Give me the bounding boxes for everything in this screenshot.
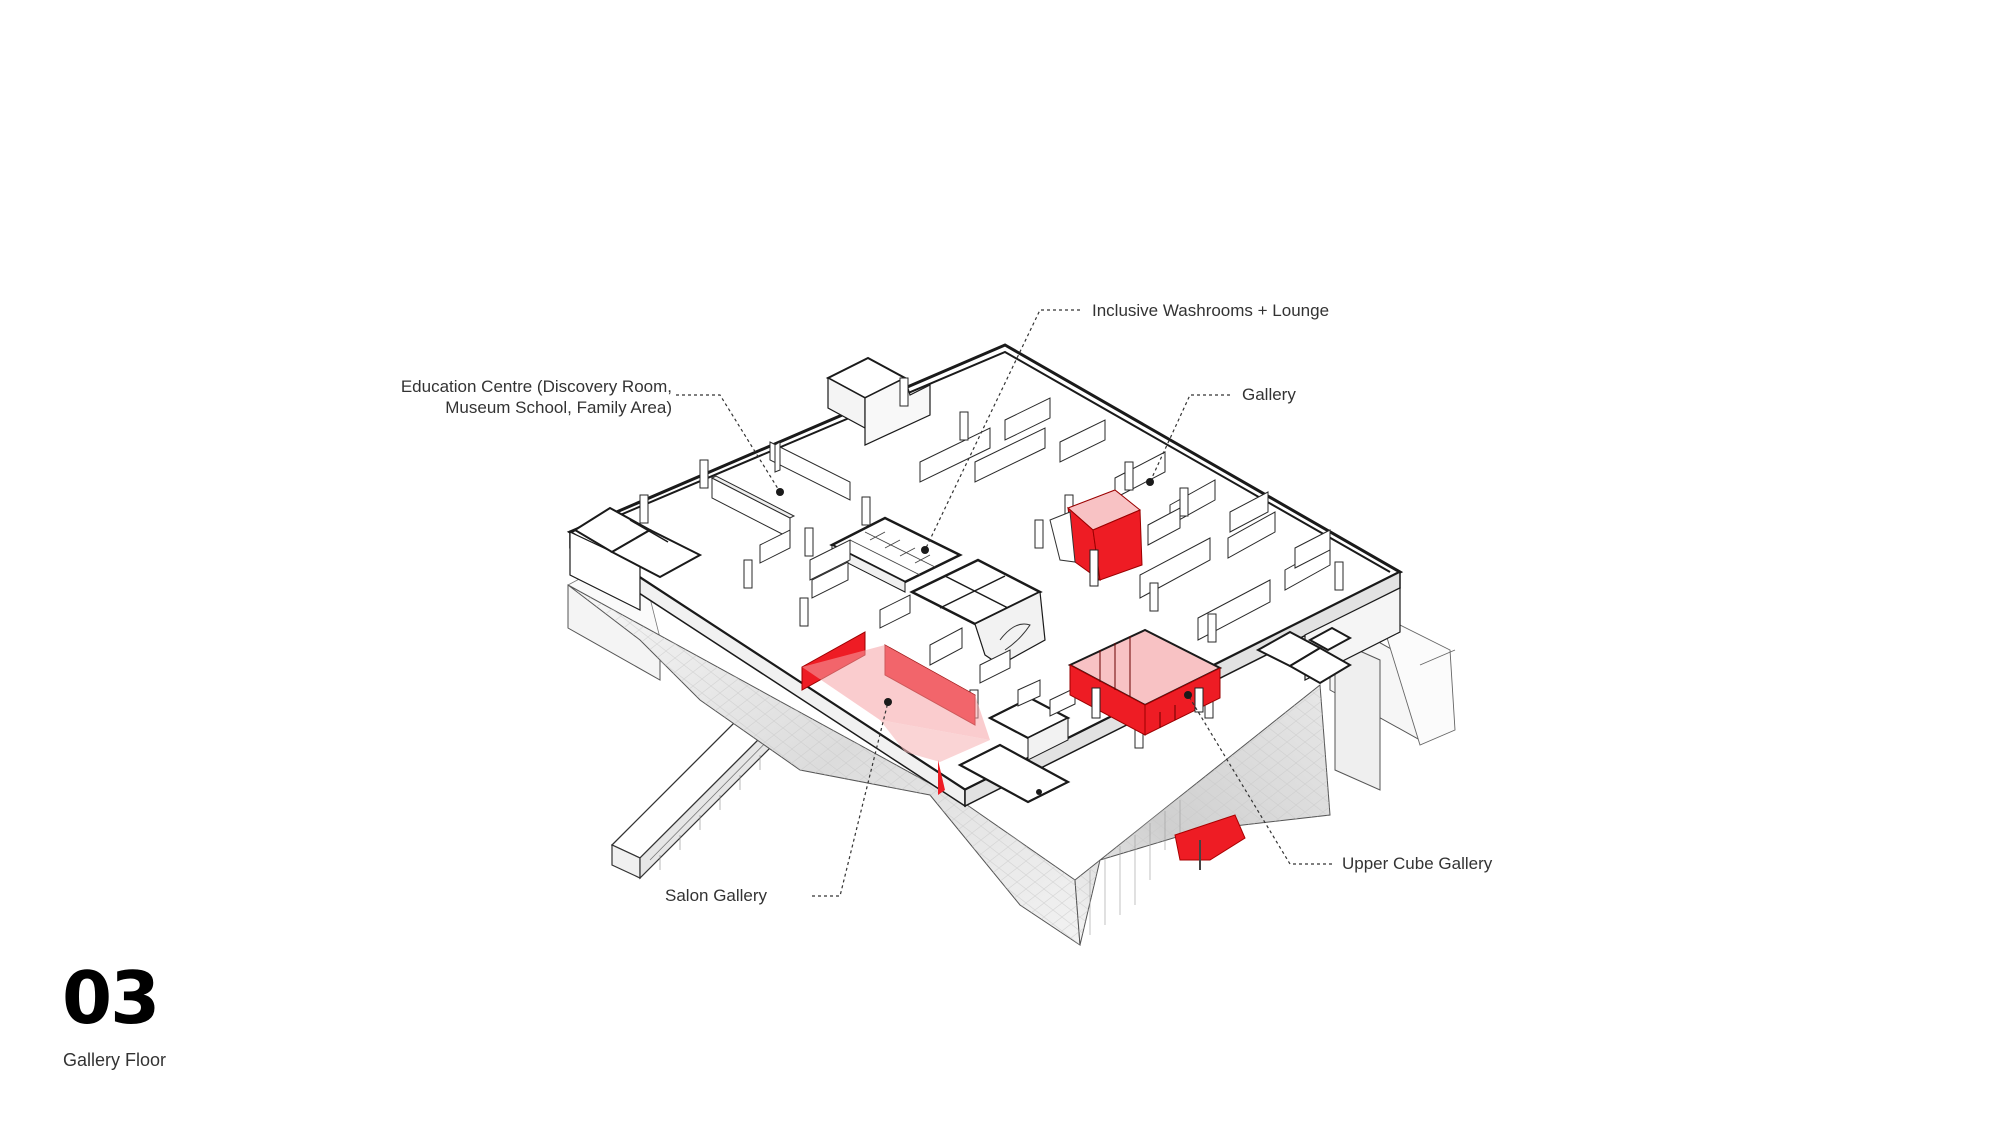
label-upper-cube-gallery: Upper Cube Gallery [1342, 854, 1493, 873]
label-education-line2: Museum School, Family Area) [445, 398, 672, 417]
label-inclusive-washrooms: Inclusive Washrooms + Lounge [1092, 301, 1330, 320]
partition-walls [710, 397, 1331, 717]
label-education-centre: Education Centre (Discovery Room, Museum… [390, 376, 672, 418]
callout-dots [776, 478, 1192, 795]
perforated-facade-left [567, 584, 1081, 946]
page-number: 03 [62, 956, 160, 1040]
service-core-left [573, 506, 703, 579]
service-core-top [825, 356, 931, 446]
central-stair-core [909, 558, 1046, 666]
upper-cube-gallery-highlight [1067, 628, 1223, 736]
label-education-line1: Education Centre (Discovery Room, [400, 377, 672, 396]
red-entry-opening [1174, 814, 1246, 861]
label-gallery: Gallery [1242, 385, 1296, 404]
service-core-right [1255, 626, 1353, 685]
page-subtitle: Gallery Floor [63, 1050, 167, 1070]
callout-leaders [676, 309, 1332, 897]
gallery-cube-highlight [1049, 489, 1143, 587]
salon-gallery-highlight [801, 631, 990, 795]
label-salon-gallery: Salon Gallery [665, 886, 768, 905]
core-front [957, 696, 1071, 804]
